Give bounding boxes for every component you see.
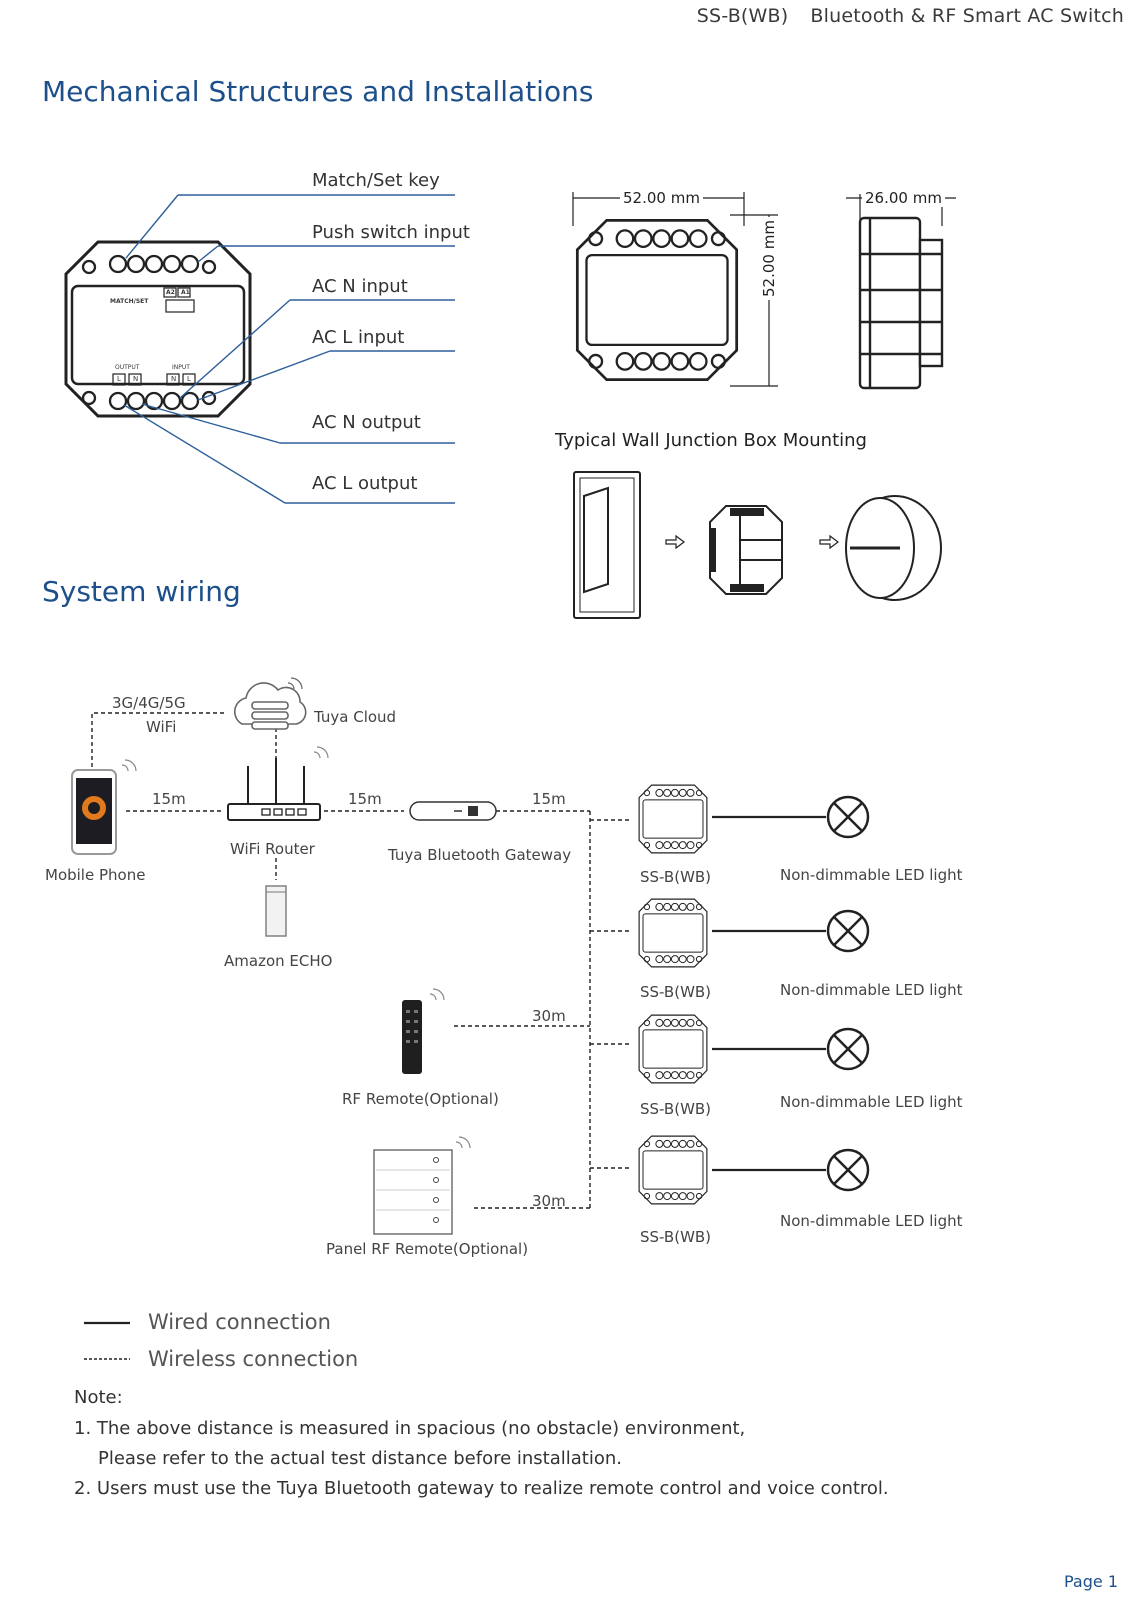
label-light-3: Non-dimmable LED light bbox=[780, 1093, 963, 1111]
amazon-echo-icon bbox=[265, 885, 287, 937]
label-ac-n-input: AC N input bbox=[312, 276, 408, 297]
label-device-4: SS-B(WB) bbox=[640, 1228, 712, 1246]
led-light-icon-1 bbox=[826, 795, 870, 839]
dimension-front-diagram bbox=[572, 192, 778, 387]
wireless-lines bbox=[91, 712, 632, 1209]
page-header: SS-B(WB) Bluetooth & RF Smart AC Switch bbox=[697, 5, 1124, 27]
device-in-l: L bbox=[187, 375, 191, 383]
note-2: 2. Users must use the Tuya Bluetooth gat… bbox=[74, 1478, 889, 1499]
label-ac-n-output: AC N output bbox=[312, 412, 421, 433]
led-light-icon-3 bbox=[826, 1027, 870, 1071]
header-title: Bluetooth & RF Smart AC Switch bbox=[810, 5, 1124, 27]
label-light-1: Non-dimmable LED light bbox=[780, 866, 963, 884]
section-title-mechanical: Mechanical Structures and Installations bbox=[42, 75, 594, 108]
device-output-label: OUTPUT bbox=[115, 364, 140, 371]
label-gateway: Tuya Bluetooth Gateway bbox=[388, 846, 572, 864]
wifi-router-icon bbox=[227, 746, 329, 821]
label-ac-l-input: AC L input bbox=[312, 327, 405, 348]
dim-depth: 26.00 mm bbox=[862, 189, 945, 207]
legend-wired: Wired connection bbox=[148, 1310, 331, 1334]
page-number: Page 1 bbox=[1064, 1572, 1118, 1591]
ss-b-wb-unit-2 bbox=[638, 898, 708, 968]
label-panel-remote: Panel RF Remote(Optional) bbox=[326, 1240, 529, 1258]
label-match-set-key: Match/Set key bbox=[312, 170, 440, 191]
gateway-icon bbox=[409, 801, 497, 821]
dist-panel-remote: 30m bbox=[532, 1192, 566, 1210]
dist-router-gateway: 15m bbox=[348, 790, 382, 808]
dimension-side-diagram bbox=[846, 194, 956, 390]
device-in-n: N bbox=[171, 375, 177, 383]
device-a2-label: A2 bbox=[166, 289, 175, 296]
panel-remote-icon bbox=[373, 1136, 471, 1235]
dim-width: 52.00 mm bbox=[620, 189, 703, 207]
mobile-phone-icon bbox=[71, 759, 137, 855]
led-light-icon-2 bbox=[826, 909, 870, 953]
label-ac-l-output: AC L output bbox=[312, 473, 418, 494]
label-wifi-router: WiFi Router bbox=[230, 840, 315, 858]
led-light-icon-4 bbox=[826, 1148, 870, 1192]
note-1a: 1. The above distance is measured in spa… bbox=[74, 1418, 746, 1439]
label-tuya-cloud: Tuya Cloud bbox=[314, 708, 397, 726]
header-model: SS-B(WB) bbox=[696, 5, 789, 27]
device-front-diagram bbox=[64, 240, 252, 418]
label-amazon-echo: Amazon ECHO bbox=[224, 952, 333, 970]
dist-gateway-devices: 15m bbox=[532, 790, 566, 808]
legend-wireless: Wireless connection bbox=[148, 1347, 359, 1371]
device-out-n: N bbox=[133, 375, 139, 383]
mounting-diagram bbox=[573, 471, 942, 619]
ss-b-wb-unit-3 bbox=[638, 1014, 708, 1084]
dist-rf-remote: 30m bbox=[532, 1007, 566, 1025]
label-device-1: SS-B(WB) bbox=[640, 868, 712, 886]
section-title-wiring: System wiring bbox=[42, 575, 241, 608]
wired-lines bbox=[712, 815, 826, 1172]
label-light-2: Non-dimmable LED light bbox=[780, 981, 963, 999]
rf-remote-icon bbox=[402, 988, 445, 1074]
device-a1-label: A1 bbox=[181, 289, 190, 296]
dim-height: 52.00 mm bbox=[760, 217, 778, 300]
device-match-label: MATCH/SET bbox=[110, 298, 149, 305]
cloud-icon bbox=[233, 677, 307, 730]
mounting-title: Typical Wall Junction Box Mounting bbox=[555, 430, 867, 451]
ss-b-wb-unit-4 bbox=[638, 1135, 708, 1205]
ss-b-wb-unit-1 bbox=[638, 784, 708, 854]
dist-phone-router: 15m bbox=[152, 790, 186, 808]
device-out-l: L bbox=[117, 375, 121, 383]
label-device-2: SS-B(WB) bbox=[640, 983, 712, 1001]
note-title: Note: bbox=[74, 1387, 123, 1408]
label-network: 3G/4G/5G bbox=[112, 694, 186, 712]
label-mobile-phone: Mobile Phone bbox=[45, 866, 146, 884]
label-light-4: Non-dimmable LED light bbox=[780, 1212, 963, 1230]
label-rf-remote: RF Remote(Optional) bbox=[342, 1090, 499, 1108]
device-input-label: INPUT bbox=[172, 364, 190, 371]
leader-lines bbox=[123, 194, 455, 504]
label-push-switch-input: Push switch input bbox=[312, 222, 470, 243]
label-wifi: WiFi bbox=[146, 718, 177, 736]
note-1b: Please refer to the actual test distance… bbox=[98, 1448, 622, 1469]
label-device-3: SS-B(WB) bbox=[640, 1100, 712, 1118]
